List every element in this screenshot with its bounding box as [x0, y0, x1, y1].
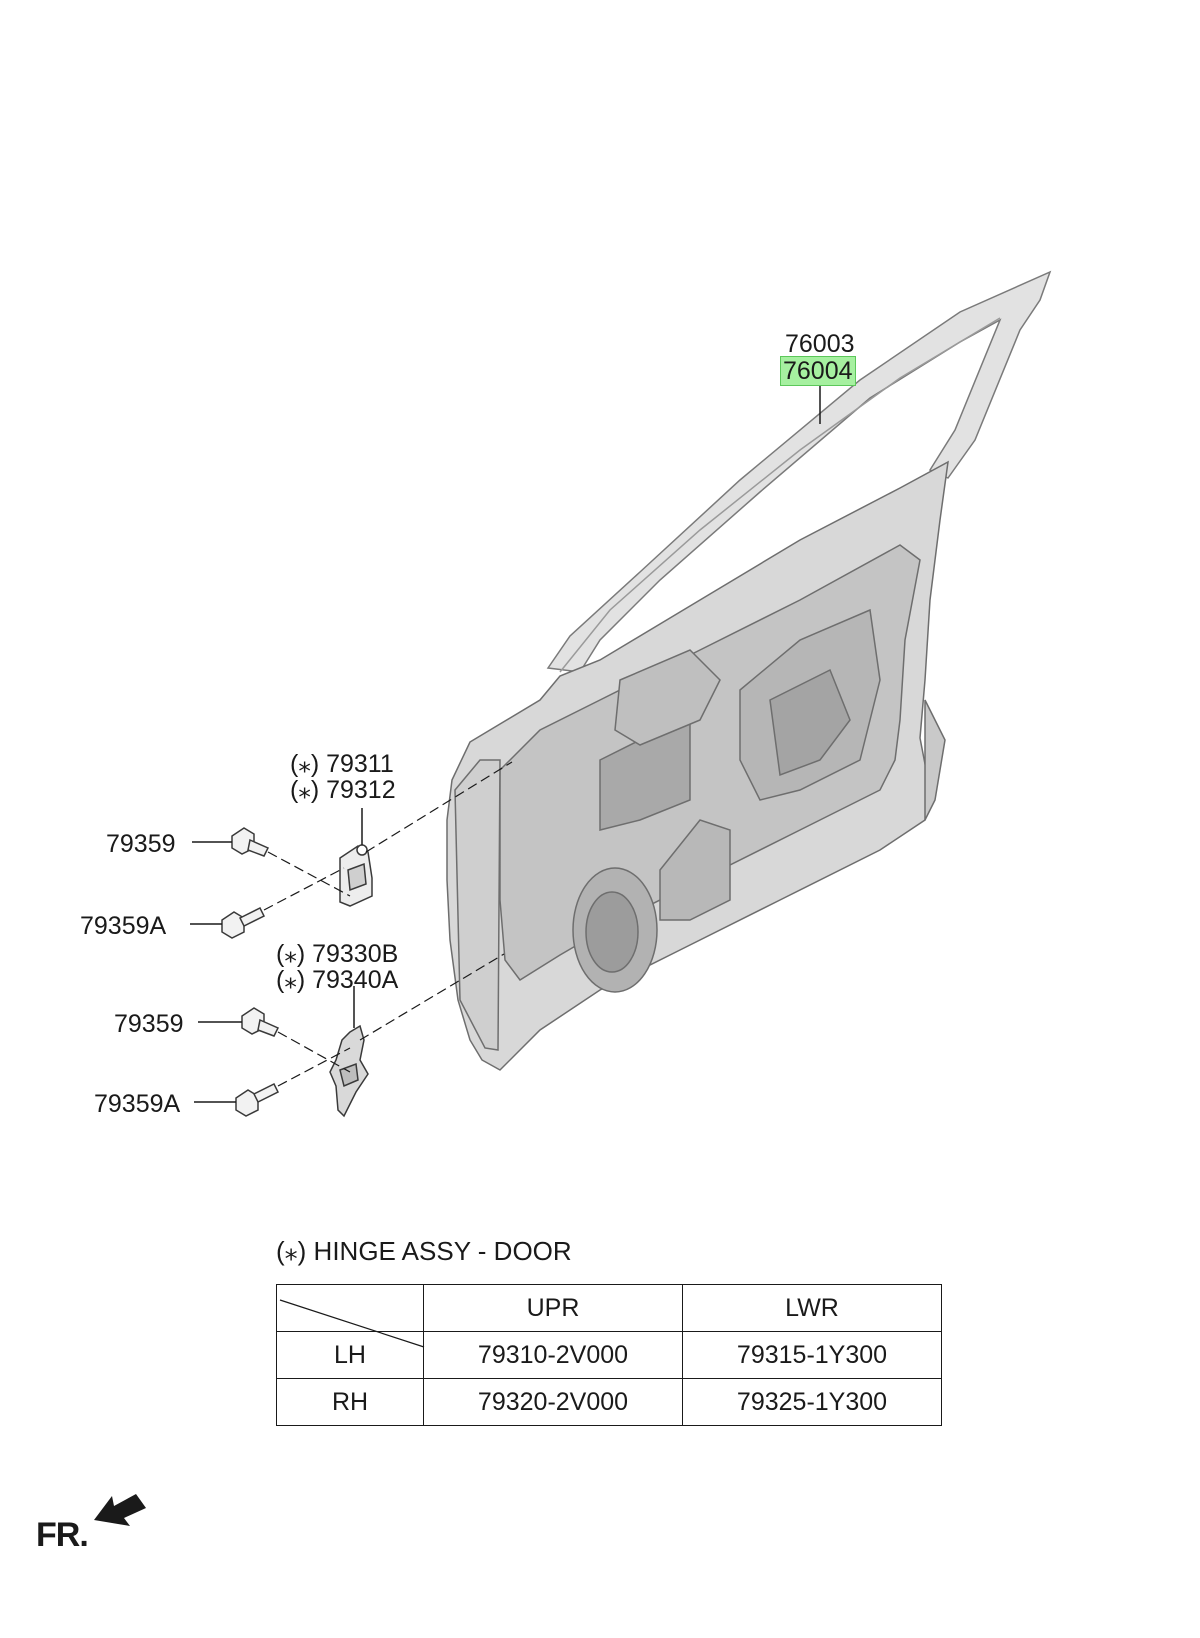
dash-bolt-upper-1 [267, 851, 351, 897]
callout-79359-lower: 79359 [114, 1010, 184, 1038]
callout-79312: (⁎) 79312 [290, 776, 396, 804]
dash-lower-hinge [359, 953, 505, 1041]
table-cell-part[interactable]: 79315-1Y300 [682, 1331, 942, 1379]
table-header-upr: UPR [423, 1284, 683, 1332]
dash-bolt-lower-2 [277, 1047, 351, 1087]
bolt-upper-2 [221, 906, 266, 939]
bolt-upper-1 [231, 827, 270, 857]
table-header-corner [276, 1284, 424, 1332]
callout-79311: (⁎) 79311 [290, 750, 394, 778]
bolt-lower-2 [235, 1082, 280, 1117]
table-cell-side: LH [276, 1331, 424, 1379]
hinge-part-table: UPR LWR LH 79310-2V000 79315-1Y300 RH 79… [276, 1284, 942, 1426]
bolt-lower-1 [241, 1007, 280, 1037]
door-panel [446, 460, 949, 1071]
dash-bolt-upper-2 [263, 867, 345, 911]
callout-76003: 76003 [785, 330, 855, 358]
front-direction-arrow-icon [94, 1494, 146, 1526]
table-cell-part[interactable]: 79310-2V000 [423, 1331, 683, 1379]
dash-bolt-lower-1 [277, 1031, 351, 1073]
callout-79359A-lower: 79359A [94, 1090, 181, 1118]
front-direction-label: FR. [36, 1516, 89, 1554]
hinge-legend: (⁎) HINGE ASSY - DOOR [276, 1236, 572, 1266]
dash-upper-hinge [365, 761, 513, 853]
table-row: LH 79310-2V000 79315-1Y300 [276, 1331, 942, 1379]
callout-79359A-upper: 79359A [80, 912, 167, 940]
upper-hinge [339, 844, 373, 907]
callout-79359-upper: 79359 [106, 830, 176, 858]
table-cell-part[interactable]: 79320-2V000 [423, 1378, 683, 1426]
callout-76004-highlight[interactable]: 76004 [780, 356, 856, 386]
callout-79340A: (⁎) 79340A [276, 966, 399, 994]
table-cell-part[interactable]: 79325-1Y300 [682, 1378, 942, 1426]
callout-79330B: (⁎) 79330B [276, 940, 399, 968]
table-row: RH 79320-2V000 79325-1Y300 [276, 1378, 942, 1426]
table-cell-side: RH [276, 1378, 424, 1426]
table-header-lwr: LWR [682, 1284, 942, 1332]
door-frame-sash [546, 270, 1052, 673]
table-header-row: UPR LWR [276, 1284, 942, 1332]
